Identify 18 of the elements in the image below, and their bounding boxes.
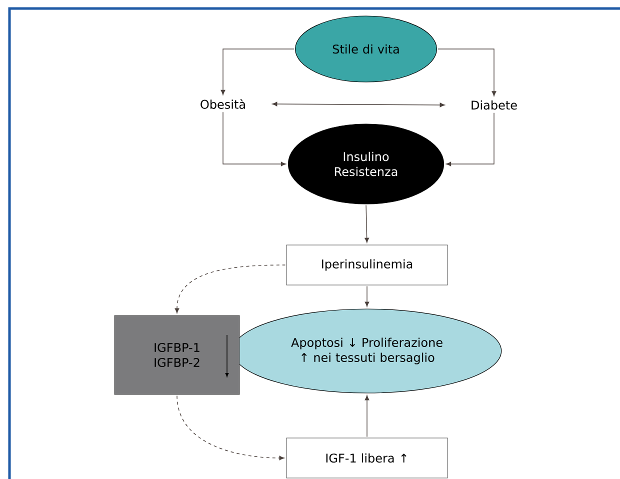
arrow xyxy=(222,112,286,166)
oval-node: Insulino Resistenza xyxy=(288,124,444,204)
oval-node: Apoptosi ↓ Proliferazione ↑ nei tessuti bersaglio xyxy=(232,308,502,394)
process-box: Iperinsulinemia xyxy=(286,244,448,286)
arrow xyxy=(446,112,494,166)
arrow xyxy=(176,395,284,460)
arrow xyxy=(174,264,286,314)
arrow xyxy=(272,102,445,108)
process-box: IGFBP-1 IGFBP-2 xyxy=(114,315,240,395)
arrow xyxy=(364,204,370,243)
arrow xyxy=(438,48,496,96)
process-box: IGF-1 libera ↑ xyxy=(286,438,448,478)
node-text: Obesità xyxy=(200,99,245,109)
oval-node: Stile di vita xyxy=(295,16,438,82)
arrow xyxy=(364,286,370,307)
arrow xyxy=(220,48,294,95)
arrow xyxy=(364,395,370,438)
node-text: Diabete xyxy=(472,100,517,110)
